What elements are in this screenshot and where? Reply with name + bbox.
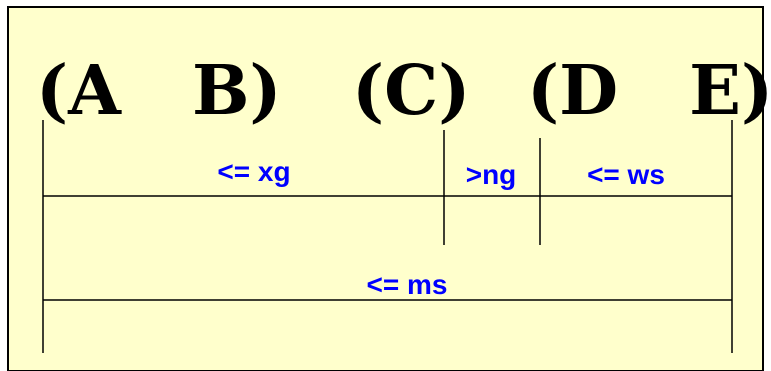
- label-ng: >ng: [466, 159, 517, 190]
- label-ws: <= ws: [587, 159, 665, 190]
- label-ms: <= ms: [367, 269, 448, 300]
- heading-ab: (A B): [36, 51, 282, 131]
- heading-c: (C): [352, 51, 470, 131]
- heading-de: (D E): [527, 51, 771, 131]
- label-xg: <= xg: [217, 156, 290, 187]
- diagram-panel: [7, 6, 764, 371]
